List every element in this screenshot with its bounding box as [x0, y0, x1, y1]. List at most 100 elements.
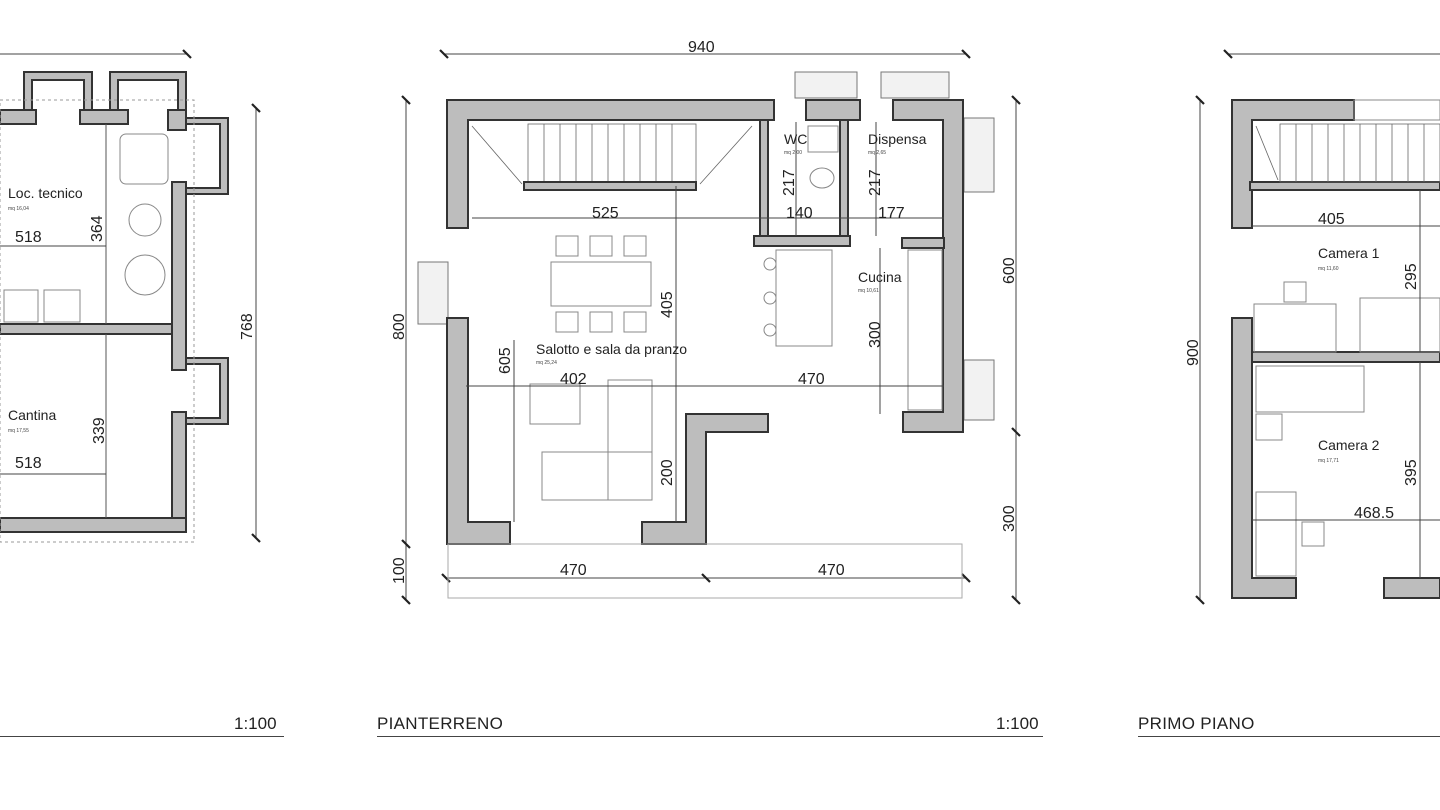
room-area: mq 11,60 — [1318, 266, 1339, 272]
dimension: 200 — [659, 459, 676, 486]
dimension: 605 — [497, 347, 514, 374]
dimension: 395 — [1403, 459, 1420, 486]
dimension: 405 — [1318, 211, 1345, 228]
wall — [892, 99, 964, 433]
room-name: Camera 1 — [1318, 245, 1380, 261]
window — [794, 71, 858, 99]
sofa — [541, 451, 653, 501]
dimension: 405 — [659, 291, 676, 318]
wall — [167, 109, 187, 131]
dim-tick — [401, 95, 411, 105]
sink-icon — [43, 289, 81, 323]
dimension: 800 — [391, 313, 408, 340]
room-area: mq 16,04 — [8, 206, 29, 212]
ground-floor-plan: WC mq 2,00 Dispensa mq 2,65 Cucina mq 10… — [391, 39, 1021, 605]
dim-tick — [401, 539, 411, 549]
sheet-title: PRIMO PIANO — [1138, 714, 1255, 733]
dim-tick — [251, 533, 261, 543]
room-area: mq 17,71 — [1318, 458, 1339, 464]
room-name: Cantina — [8, 407, 56, 423]
wall — [446, 99, 775, 229]
outline — [1353, 99, 1440, 121]
room-name: Cucina — [858, 269, 902, 285]
wardrobe — [1255, 491, 1297, 577]
room-area: mq 2,65 — [868, 150, 886, 156]
boiler-icon — [119, 133, 169, 185]
dining-table — [550, 261, 652, 307]
dimension: 300 — [1001, 505, 1018, 532]
window — [963, 359, 995, 421]
wall — [446, 317, 511, 545]
title-rule — [377, 736, 1043, 737]
dimension: 900 — [1185, 339, 1202, 366]
outline — [0, 99, 195, 543]
tank-icon — [124, 254, 166, 296]
dim-tick — [1011, 95, 1021, 105]
tank-icon — [128, 203, 162, 237]
sofa — [607, 379, 653, 501]
window — [417, 261, 449, 325]
room-name: Loc. tecnico — [8, 185, 83, 201]
wall — [805, 99, 861, 121]
lightwell-wall — [185, 117, 229, 195]
dim-tick — [439, 49, 449, 59]
stool — [763, 323, 777, 337]
dimension: 100 — [391, 557, 408, 584]
wall — [1383, 577, 1440, 599]
dimension: 300 — [867, 321, 884, 348]
sink-icon — [807, 125, 839, 153]
desk — [1253, 303, 1337, 353]
stool — [763, 257, 777, 271]
kitchen-counter — [907, 249, 943, 411]
dimension: 768 — [239, 313, 256, 340]
window — [963, 117, 995, 193]
sink-icon — [3, 289, 39, 323]
basement-plan: Loc. tecnico mq 16,04 Cantina mq 17,55 5… — [0, 49, 261, 543]
dimension: 468.5 — [1354, 505, 1394, 522]
dim-tick — [1223, 49, 1233, 59]
staircase — [527, 123, 697, 185]
room-area: mq 17,55 — [8, 428, 29, 434]
dimension: 940 — [688, 39, 715, 56]
stair-steps — [1255, 124, 1425, 182]
terrace-outline — [447, 543, 963, 599]
wall — [0, 517, 187, 533]
dimension: 217 — [867, 169, 884, 196]
chair — [1301, 521, 1325, 547]
dimension: 470 — [818, 562, 845, 579]
dim-tick — [961, 573, 971, 583]
room-name: Dispensa — [868, 131, 927, 147]
dimension: 177 — [878, 205, 905, 222]
sheet-title: PIANTERRENO — [377, 714, 504, 733]
toilet-icon — [809, 167, 835, 189]
stair-steps — [471, 124, 753, 185]
scale-label: 1:100 — [234, 714, 277, 733]
wall — [79, 109, 129, 125]
dimension: 217 — [781, 169, 798, 196]
lightwell-wall — [185, 357, 229, 425]
dim-tick — [1195, 595, 1205, 605]
nightstand — [1255, 413, 1283, 441]
room-area: mq 10,61 — [858, 288, 879, 294]
lightwell-wall — [109, 71, 187, 111]
dimension: 140 — [786, 205, 813, 222]
first-floor-plan: Camera 1 mq 11,60 Camera 2 mq 17,71 405 … — [1185, 49, 1440, 605]
window — [880, 71, 950, 99]
armchair — [529, 383, 581, 425]
chairs — [555, 235, 647, 333]
wall — [839, 119, 849, 247]
wall — [1251, 351, 1440, 363]
wall — [1249, 181, 1440, 191]
dim-tick — [961, 49, 971, 59]
wall — [901, 237, 945, 249]
lightwell-wall — [23, 71, 93, 111]
dimension: 295 — [1403, 263, 1420, 290]
dimension: 364 — [89, 215, 106, 242]
wall — [523, 181, 697, 191]
dimension: 600 — [1001, 257, 1018, 284]
dim-tick — [251, 103, 261, 113]
wall — [0, 323, 173, 335]
title-rule — [1138, 736, 1440, 737]
wall — [171, 181, 187, 371]
room-area: mq 25,24 — [536, 360, 557, 366]
